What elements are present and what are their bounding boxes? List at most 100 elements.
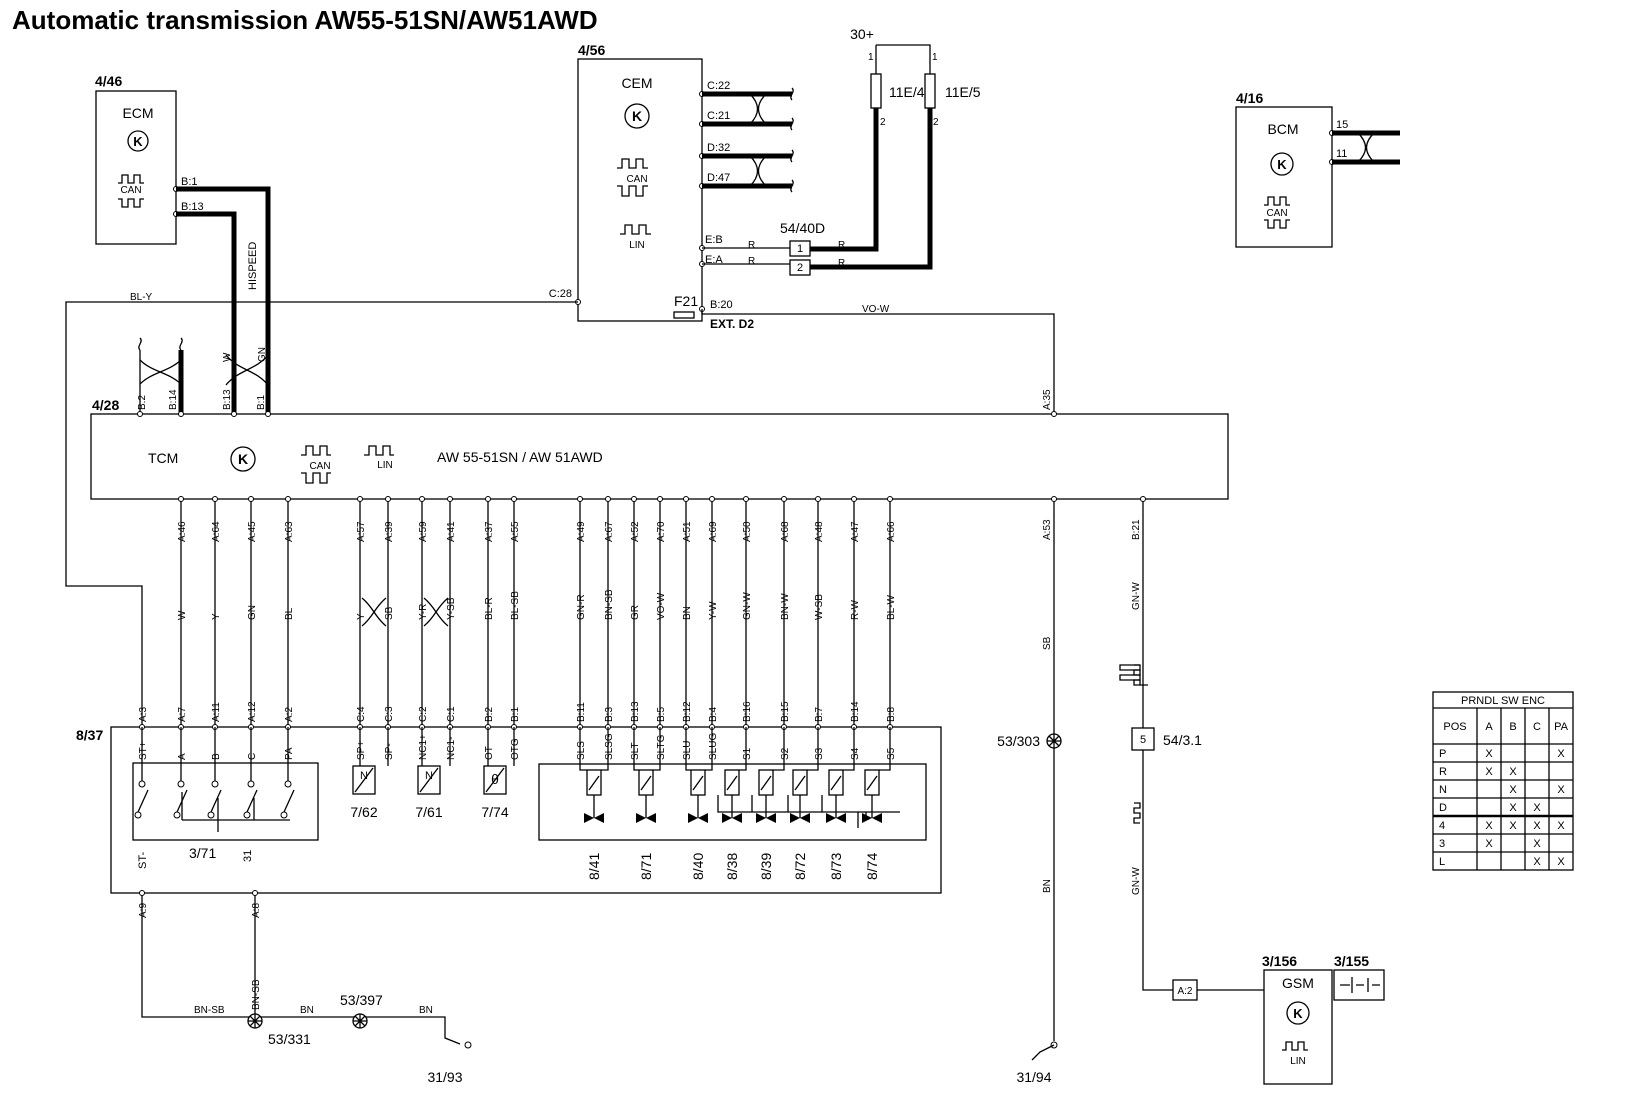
wire-color-12: GR [630,605,641,620]
cem-pin-c28: C:28 [549,288,572,300]
prndl-header-0: POS [1443,721,1466,733]
tcm-pin-a48: A:48 [814,521,825,542]
gearbox-inner-12: SLSG [604,733,615,760]
fuse-icon [673,311,695,319]
wire-b21-bottom: GN-W [1131,867,1142,895]
tcm-pin-a67: A:67 [604,521,615,542]
module-logo-icon [127,130,149,152]
bcm-pin-11: 11 [1336,148,1347,160]
connector-54-40d: 54/40D [780,220,825,236]
tcm-pin-b21: B:21 [1131,519,1142,540]
gearbox-inner-1: A [177,753,188,760]
prndl-header-3: C [1533,721,1541,733]
gearbox-pin-b2: B:2 [484,707,495,722]
tcm-pin-a66: A:66 [886,521,897,542]
wire-color-11: BN-SB [604,589,615,620]
wire-bn-sb-1: BN-SB [194,1005,225,1016]
fuse2-pin2: 2 [933,117,939,128]
gearbox-pins: A:3ST+A:7AA:11BA:12CA:2PAC:4SP+C:3SP-C:2… [134,701,897,819]
wire-b21-top: GN-W [1131,582,1142,610]
conn-pin-1: 1 [797,243,803,255]
switch-st-minus: ST- [137,852,149,869]
prndl-cell: D [1439,802,1447,814]
solenoid-label-4: 8/39 [758,853,774,880]
wire-color-10: GN-R [576,594,587,620]
wire-a53-sb: SB [1042,636,1053,650]
gearbox-ref: 8/37 [76,727,103,743]
cem-ext-label: EXT. D2 [710,317,754,331]
tcm-name: TCM [148,450,178,466]
wire-r-1: R [748,240,755,251]
tcm-pin-a53: A:53 [1042,519,1053,540]
solenoid-label-6: 8/73 [828,853,844,880]
tcm-pin-a68: A:68 [780,521,791,542]
solenoid-label-0: 8/41 [586,853,602,880]
splice-53-397-label: 53/397 [340,992,383,1008]
gearbox-inner-14: SLTG [656,734,667,760]
gearbox-8-37: 8/37 3/71 N N θ 7/62 7/61 7/74 ST- 31 [76,726,942,894]
svg-text:K: K [238,451,248,467]
wire-color-2: GN [247,605,258,620]
gearbox-pin-a7: A:7 [177,707,188,722]
cem-pin-d32: D:32 [707,142,730,154]
gsm-pin-a2: A:2 [1177,986,1192,997]
prndl-cell: X [1533,838,1541,850]
ecm-pin-b13: B:13 [181,201,204,213]
connector-54-40d-pin1 [789,240,811,257]
prndl-cell: X [1557,856,1565,868]
ecm-can-label: CAN [120,185,141,196]
bcm-pin-15: 15 [1336,119,1348,131]
gearbox-pin-b11: B:11 [576,702,587,722]
prndl-cell: X [1485,820,1493,832]
sensor-7-62-label: 7/62 [350,804,377,820]
gearbox-inner-17: S1 [742,747,753,760]
tcm-pin-a39: A:39 [384,521,395,542]
module-logo-icon [624,103,650,129]
valve-icon [862,813,882,823]
gearbox-inner-4: PA [284,747,295,760]
gearbox-inner-11: SLS [576,741,587,760]
tcm-desc: AW 55-51SN / AW 51AWD [437,449,603,465]
fuse-11e5 [924,73,936,109]
ground-31-94: 31/94 [1016,1069,1051,1085]
wire-r-3: R [838,240,845,251]
prndl-cell: 4 [1439,820,1445,832]
sensor-7-74-label: 7/74 [481,804,508,820]
tcm-lin-label: LIN [377,460,393,471]
solenoid-label-7: 8/74 [864,853,880,880]
gearbox-pin-b1: B:1 [510,707,521,722]
wire-a53-bn: BN [1042,879,1053,893]
bcm-name: BCM [1267,121,1298,137]
cem-module: 4/56 CEM K CAN LIN C:22 C:21 D:32 D:47 E… [549,42,755,331]
solenoid-label-1: 8/71 [638,853,654,880]
wire-r-4: R [838,258,845,269]
prndl-cell: X [1485,766,1493,778]
gearbox-pin-b8: B:8 [886,707,897,722]
gearbox-pin-c4: C:4 [356,706,367,722]
prndl-cell: X [1557,820,1565,832]
prndl-cell: 3 [1439,838,1445,850]
prndl-cell: P [1439,748,1446,760]
prndl-cell: L [1439,856,1445,868]
gearbox-inner-16: SLUG [708,733,719,760]
gearbox-inner-9: OT [484,746,495,760]
tcm-pin-b13: B:13 [222,389,233,410]
tcm-pin-a63: A:63 [284,521,295,542]
gearbox-pin-c2: C:2 [418,706,429,722]
wire-r-2: R [748,256,755,267]
wire-bn-1: BN [300,1005,314,1016]
tcm-pin-a70: A:70 [656,521,667,542]
power-30-label: 30+ [850,26,874,42]
ecm-name: ECM [122,105,153,121]
cem-can-label: CAN [626,174,647,185]
gearbox-pin-c1: C:1 [446,706,457,722]
gearbox-pin-b5: B:5 [656,707,667,722]
gearbox-inner-2: B [211,753,222,760]
connector-54-3-1-label: 54/3.1 [1163,732,1202,748]
tcm-pin-a69: A:69 [708,521,719,542]
can-signal-icon [118,174,144,184]
wire-color-1: Y [211,613,222,620]
twisted-pair-icon [225,354,269,386]
gearbox-pin-b4: B:4 [708,707,719,722]
gearbox-inner-19: S3 [814,747,825,760]
